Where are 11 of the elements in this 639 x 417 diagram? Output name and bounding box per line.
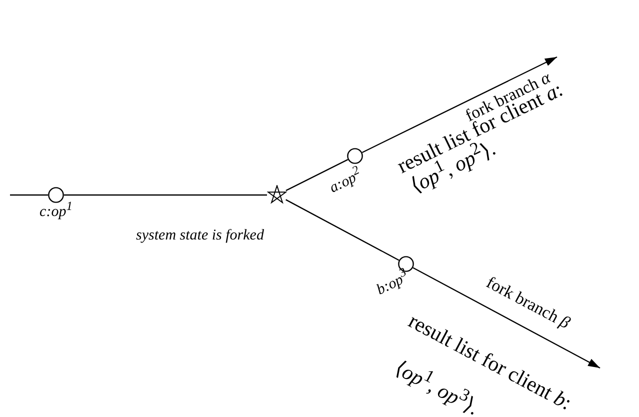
line	[286, 159, 348, 192]
line	[10, 194, 48, 196]
line	[64, 194, 267, 196]
line	[286, 199, 400, 261]
operation-circle	[48, 187, 64, 203]
star-mark	[267, 185, 287, 205]
operation-label: c:op$^{1}$	[40, 199, 72, 221]
arrow	[412, 267, 600, 369]
annotation: system state is forked	[136, 228, 264, 244]
operation-circle	[347, 148, 363, 164]
arrow	[362, 56, 558, 154]
